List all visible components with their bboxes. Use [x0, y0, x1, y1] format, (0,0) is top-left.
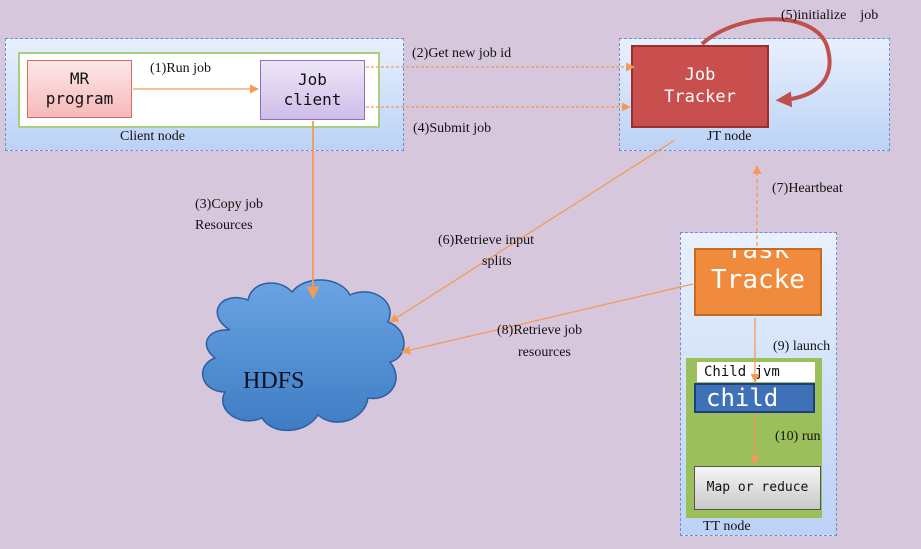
hdfs-label: HDFS [243, 368, 305, 394]
map-or-reduce-box: Map or reduce [694, 466, 821, 510]
job-client-box: Job client [260, 60, 365, 120]
label-launch: (9) launch [773, 339, 831, 354]
label-retrieve-job-resources-2: resources [518, 345, 571, 360]
arrow-retrieve-job-resources [401, 283, 694, 355]
label-get-new-job-id: (2)Get new job id [412, 46, 512, 61]
label-retrieve-job-resources-1: (8)Retrieve job [497, 323, 583, 338]
child-jvm-label: Child jvm [704, 364, 780, 380]
label-copy-job-resources-2: Resources [195, 218, 253, 233]
child-box: child [694, 383, 815, 413]
job-tracker-label: Job Tracker [664, 65, 736, 107]
label-submit-job: (4)Submit job [413, 121, 492, 136]
job-tracker-box: Job Tracker [631, 45, 769, 128]
task-tracker-box: Task Tracke [694, 248, 822, 316]
label-run: (10) run [775, 429, 821, 444]
child-label: child [706, 384, 779, 412]
map-or-reduce-label: Map or reduce [706, 479, 809, 495]
arrow-retrieve-input-splits [389, 139, 676, 323]
label-retrieve-input-splits-1: (6)Retrieve input [438, 233, 535, 248]
task-tracker-label: Task Tracke [711, 248, 805, 295]
mr-program-label: MR program [45, 69, 114, 108]
label-heartbeat: (7)Heartbeat [772, 181, 843, 196]
job-client-label: Job client [283, 70, 342, 109]
label-copy-job-resources-1: (3)Copy job [195, 197, 264, 212]
mr-program-box: MR program [27, 60, 132, 118]
jt-node-caption: JT node [707, 129, 752, 144]
child-jvm-header [697, 362, 815, 382]
label-initialize-job: (5)initialize job [781, 8, 879, 23]
tt-node-caption: TT node [703, 519, 751, 534]
arrow-initialize-job-loop [700, 17, 832, 108]
label-retrieve-input-splits-2: splits [482, 254, 512, 269]
label-run-job: (1)Run job [150, 61, 212, 76]
client-node-caption: Client node [120, 129, 185, 144]
hdfs-cloud-icon [201, 279, 405, 432]
